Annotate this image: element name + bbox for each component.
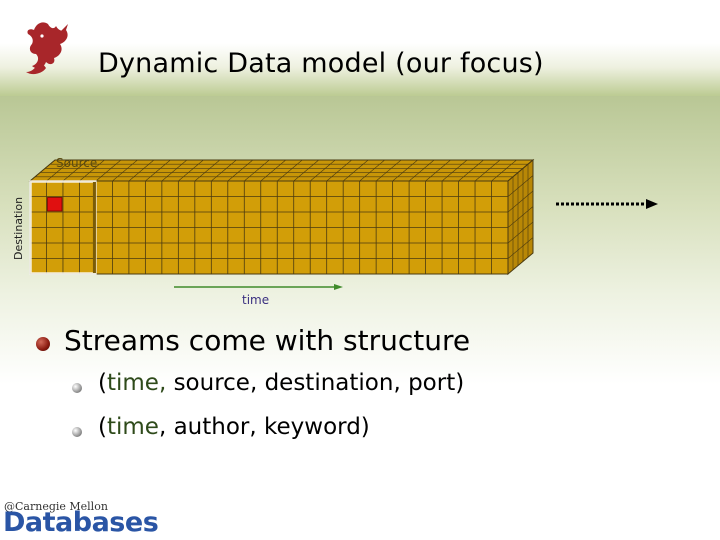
- cube-right-grid-line: [507, 175, 534, 197]
- cube-right-grid-line: [507, 221, 534, 244]
- slice-shadow: [92, 182, 96, 273]
- cube-top-face: [28, 159, 535, 182]
- cube-top-grid-line: [507, 159, 534, 182]
- cube-top-grid-line: [46, 159, 72, 182]
- sub-bullet-2-open: (: [98, 414, 107, 440]
- sub-bullet-1-rest: source, destination, port): [166, 370, 465, 396]
- cube-top-grid-line: [244, 159, 270, 182]
- source-label: Source: [56, 156, 98, 170]
- sub-bullet-1: (time, source, destination, port): [98, 370, 464, 396]
- highlighted-cell: [47, 197, 63, 212]
- cube-top-grid-line: [95, 159, 122, 182]
- time-axis-label: time: [242, 293, 270, 307]
- cube-top-grid-line: [211, 159, 237, 182]
- cube-top-grid-line: [227, 159, 253, 182]
- continuation-arrowhead: [646, 199, 658, 209]
- cube-top-grid-line: [310, 159, 336, 182]
- cube-top-grid-line: [277, 159, 303, 182]
- cube-top-grid-line: [112, 159, 138, 182]
- cube-top-grid-line: [260, 159, 286, 182]
- cube-top-grid-line: [425, 159, 451, 182]
- cube-top-grid-line: [79, 159, 105, 182]
- cube-top-grid-line: [326, 159, 352, 182]
- sub-bullet-1-open: (: [98, 370, 107, 396]
- cube-top-grid-line: [145, 159, 171, 182]
- cube-top-grid-line: [408, 159, 435, 182]
- time-axis-arrowhead: [334, 284, 343, 290]
- header-band: [0, 0, 720, 96]
- cube-top-grid-line: [392, 159, 418, 182]
- cube-top-grid-line: [178, 159, 204, 182]
- cube-top-grid-line: [359, 159, 385, 182]
- cube-top-grid-line: [161, 159, 188, 182]
- cube-top-grid-line: [128, 159, 155, 182]
- cube-top-grid-line: [375, 159, 402, 182]
- footer-databases-logo: Databases: [3, 507, 159, 538]
- main-bullet-text: Streams come with structure: [64, 324, 471, 357]
- cube-top-grid-line: [293, 159, 319, 182]
- cube-top-grid-line: [474, 159, 501, 182]
- cube-top-grid-line: [458, 159, 484, 182]
- grey-sphere-bullet-icon: [72, 427, 82, 437]
- grey-sphere-bullet-icon: [72, 383, 82, 393]
- sub-bullet-2-time: time: [106, 414, 159, 440]
- cube-right-grid-line: [507, 237, 534, 259]
- sub-bullet-2: (time, author, keyword): [98, 414, 370, 440]
- cube-top-grid-line: [62, 159, 89, 182]
- slide-title: Dynamic Data model (our focus): [98, 48, 544, 79]
- sub-bullet-1-time: time,: [106, 370, 167, 396]
- cube-top-grid-line: [194, 159, 221, 182]
- destination-label: Destination: [12, 196, 25, 260]
- data-cube-diagram: [28, 158, 658, 290]
- cube-right-grid-line: [507, 190, 534, 213]
- cube-right-grid-line: [507, 206, 534, 228]
- dragon-logo-icon: [26, 22, 68, 75]
- cube-top-grid-line: [491, 159, 517, 182]
- cube-top-grid-line: [29, 159, 56, 182]
- red-sphere-bullet-icon: [36, 337, 50, 351]
- cube-top-grid-line: [342, 159, 369, 182]
- footer-cmu-text: @Carnegie Mellon: [4, 500, 108, 513]
- sub-bullet-2-rest: , author, keyword): [158, 414, 370, 440]
- cube-top-grid-line: [441, 159, 468, 182]
